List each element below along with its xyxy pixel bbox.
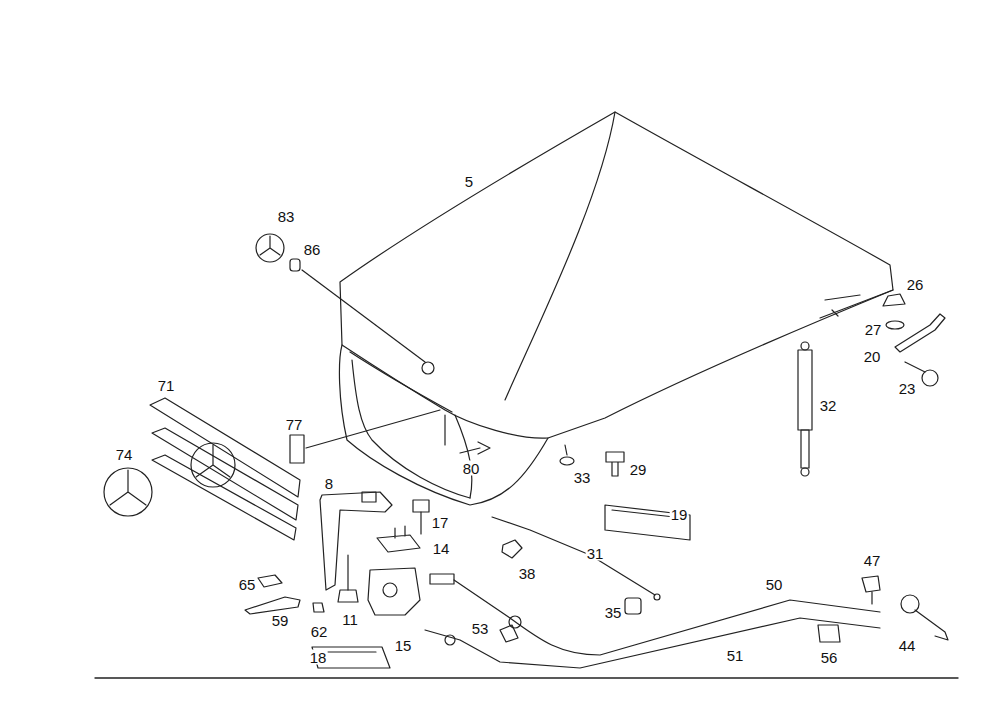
callout-number: 17 <box>431 515 450 530</box>
callout-number: 50 <box>765 577 784 592</box>
callout-number: 35 <box>604 605 623 620</box>
callout-number: 23 <box>898 381 917 396</box>
callout-number: 65 <box>238 577 257 592</box>
callout-number: 74 <box>115 447 134 462</box>
callout-number: 51 <box>726 648 745 663</box>
callout-number: 59 <box>271 613 290 628</box>
callout-number: 86 <box>303 242 322 257</box>
callout-number: 56 <box>820 650 839 665</box>
callout-number: 19 <box>670 507 689 522</box>
callout-number: 83 <box>277 209 296 224</box>
callout-number: 31 <box>586 546 605 561</box>
callout-number: 14 <box>432 541 451 556</box>
callout-number: 44 <box>898 638 917 653</box>
callout-number: 27 <box>864 322 883 337</box>
callout-number: 80 <box>462 461 481 476</box>
callout-number: 77 <box>285 417 304 432</box>
callout-number: 29 <box>629 462 648 477</box>
callout-number: 5 <box>464 174 474 189</box>
callout-number: 26 <box>906 277 925 292</box>
callout-number: 71 <box>157 378 176 393</box>
callout-number: 33 <box>573 470 592 485</box>
callout-number: 38 <box>518 566 537 581</box>
callout-number: 32 <box>819 398 838 413</box>
callout-number: 47 <box>863 553 882 568</box>
callout-number: 62 <box>310 624 329 639</box>
callout-number: 53 <box>471 621 490 636</box>
callout-number: 15 <box>394 638 413 653</box>
callout-number: 18 <box>309 650 328 665</box>
callout-number: 20 <box>863 349 882 364</box>
callout-number: 11 <box>341 612 359 627</box>
callout-number: 8 <box>324 476 334 491</box>
